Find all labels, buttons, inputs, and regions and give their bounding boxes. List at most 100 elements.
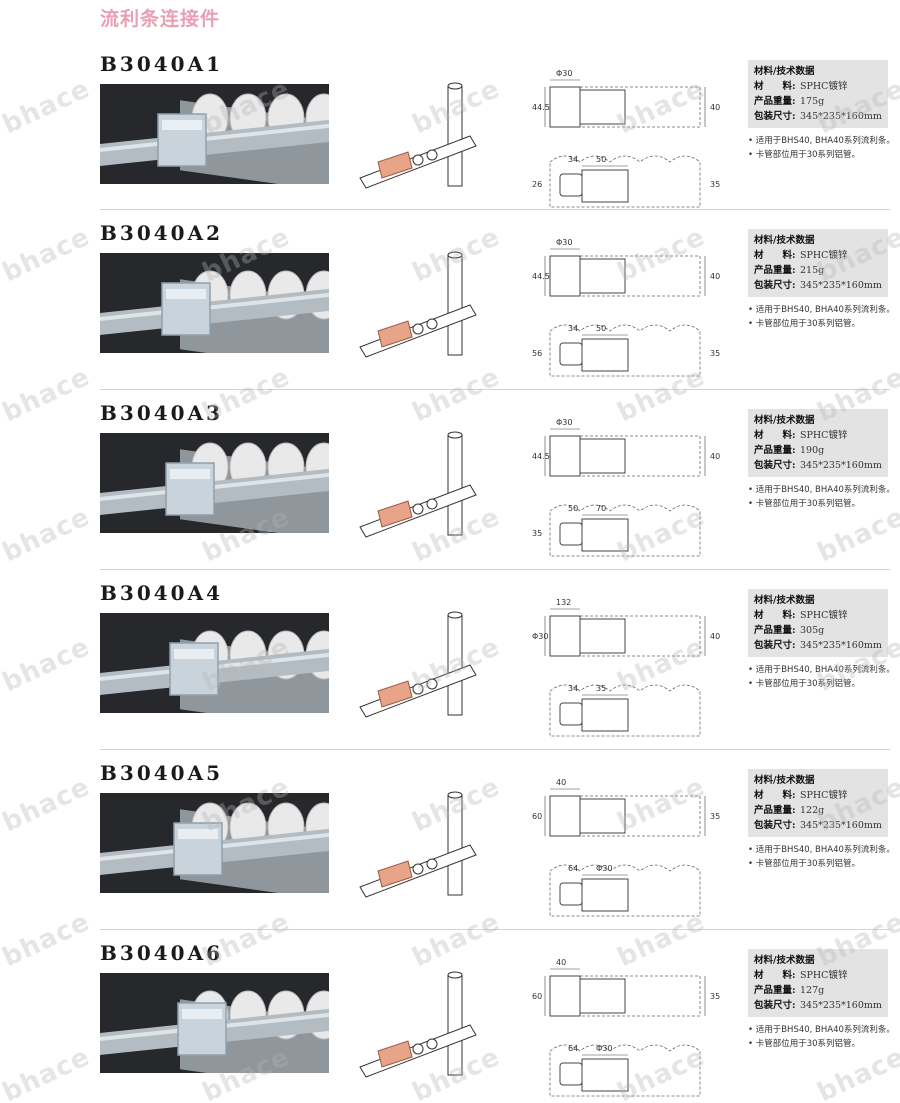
- dimension-label: 50: [596, 324, 606, 333]
- product-model: B3040A3: [100, 401, 224, 425]
- spec-heading: 材料/技术数据: [754, 415, 815, 426]
- spec-row-material: 材 料: SPHC镀锌: [754, 788, 882, 803]
- spec-row-weight: 产品重量:305g: [754, 623, 882, 638]
- spec-label: 材 料:: [754, 610, 796, 621]
- note-line: • 卡管部位用于30系列铝管。: [748, 319, 861, 329]
- assembly-sketch: [350, 431, 490, 551]
- spec-value: SPHC镀锌: [800, 790, 848, 801]
- spec-heading: 材料/技术数据: [754, 775, 815, 786]
- page-title: 流利条连接件: [100, 8, 221, 30]
- dimension-label: 60: [532, 812, 542, 821]
- dimension-label: 70: [596, 504, 606, 513]
- spec-value: 345*235*160mm: [800, 280, 882, 291]
- spec-value: 122g: [800, 805, 825, 816]
- dimension-label: Φ30: [556, 69, 572, 78]
- dimension-label: 44.5: [532, 272, 550, 281]
- spec-row-material: 材 料: SPHC镀锌: [754, 79, 882, 94]
- spec-row-weight: 产品重量:190g: [754, 443, 882, 458]
- note-line: • 适用于BHS40, BHA40系列流利条。: [748, 1025, 895, 1035]
- spec-notes: • 适用于BHS40, BHA40系列流利条。• 卡管部位用于30系列铝管。: [748, 303, 898, 331]
- product-photo: [100, 793, 329, 893]
- dimension-label: 34: [568, 155, 578, 164]
- dimension-label: 35: [532, 529, 542, 538]
- note-line: • 适用于BHS40, BHA40系列流利条。: [748, 845, 895, 855]
- dimension-label: 44.5: [532, 452, 550, 461]
- dimension-label: 35: [710, 812, 720, 821]
- dimension-label: 56: [532, 349, 542, 358]
- product-model: B3040A2: [100, 221, 224, 245]
- spec-row-weight: 产品重量:127g: [754, 983, 882, 998]
- spec-row-weight: 产品重量:122g: [754, 803, 882, 818]
- spec-heading: 材料/技术数据: [754, 595, 815, 606]
- spec-value: 345*235*160mm: [800, 460, 882, 471]
- spec-row-weight: 产品重量:215g: [754, 263, 882, 278]
- spec-notes: • 适用于BHS40, BHA40系列流利条。 • 卡管部位用于30系列铝管。: [748, 134, 898, 162]
- note-line: • 适用于BHS40, BHA40系列流利条。: [748, 665, 895, 675]
- spec-value: 345*235*160mm: [800, 111, 882, 122]
- dimension-label: 40: [556, 958, 566, 967]
- note-line: • 卡管部位用于30系列铝管。: [748, 1039, 861, 1049]
- spec-value: 127g: [800, 985, 825, 996]
- product-photo: [100, 613, 329, 713]
- spec-value: 190g: [800, 445, 825, 456]
- note-line: • 适用于BHS40, BHA40系列流利条。: [748, 485, 895, 495]
- spec-value: 175g: [800, 96, 825, 107]
- product-photo: [100, 253, 329, 353]
- spec-notes: • 适用于BHS40, BHA40系列流利条。 • 卡管部位用于30系列铝管。: [748, 843, 898, 871]
- product-model: B3040A4: [100, 581, 224, 605]
- product-model: B3040A5: [100, 761, 224, 785]
- dimension-label: 60: [532, 992, 542, 1001]
- dimension-label: 40: [710, 272, 720, 281]
- note-line: • 适用于BHS40, BHA40系列流利条。: [748, 136, 895, 146]
- dimension-label: Φ30: [556, 418, 572, 427]
- spec-label: 材 料:: [754, 790, 796, 801]
- spec-label: 材 料:: [754, 970, 796, 981]
- spec-label: 材 料:: [754, 81, 796, 92]
- dimension-label: 64: [568, 1044, 578, 1053]
- spec-label: 产品重量:: [754, 625, 796, 636]
- spec-label: 包装尺寸:: [754, 111, 796, 122]
- assembly-sketch: [350, 82, 490, 202]
- dimension-label: 132: [556, 598, 571, 607]
- spec-label: 产品重量:: [754, 96, 796, 107]
- dimension-label: 35: [710, 349, 720, 358]
- dimension-label: 50: [568, 504, 578, 513]
- spec-row-material: 材 料:SPHC镀锌: [754, 608, 882, 623]
- dimension-label: 44.5: [532, 103, 550, 112]
- dimension-label: 40: [710, 452, 720, 461]
- spec-value: SPHC镀锌: [800, 430, 848, 441]
- spec-row-package: 包装尺寸: 345*235*160mm: [754, 109, 882, 124]
- spec-heading: 材料/技术数据: [754, 235, 815, 246]
- spec-value: 345*235*160mm: [800, 640, 882, 651]
- assembly-sketch: [350, 971, 490, 1091]
- spec-value: SPHC镀锌: [800, 81, 848, 92]
- note-line: • 卡管部位用于30系列铝管。: [748, 859, 861, 869]
- assembly-sketch: [350, 251, 490, 371]
- spec-label: 产品重量:: [754, 265, 796, 276]
- dimension-drawing: Φ30 44.5 40 50 70 35: [490, 411, 730, 561]
- assembly-sketch: [350, 791, 490, 911]
- spec-row-package: 包装尺寸: 345*235*160mm: [754, 458, 882, 473]
- spec-label: 包装尺寸:: [754, 460, 796, 471]
- product-model: B3040A6: [100, 941, 224, 965]
- dimension-label: 35: [710, 180, 720, 189]
- section-divider: [100, 569, 890, 570]
- section-divider: [100, 929, 890, 930]
- product-model: B3040A1: [100, 52, 224, 76]
- section-divider: [100, 749, 890, 750]
- note-line: • 卡管部位用于30系列铝管。: [748, 150, 861, 160]
- spec-value: SPHC镀锌: [800, 250, 848, 261]
